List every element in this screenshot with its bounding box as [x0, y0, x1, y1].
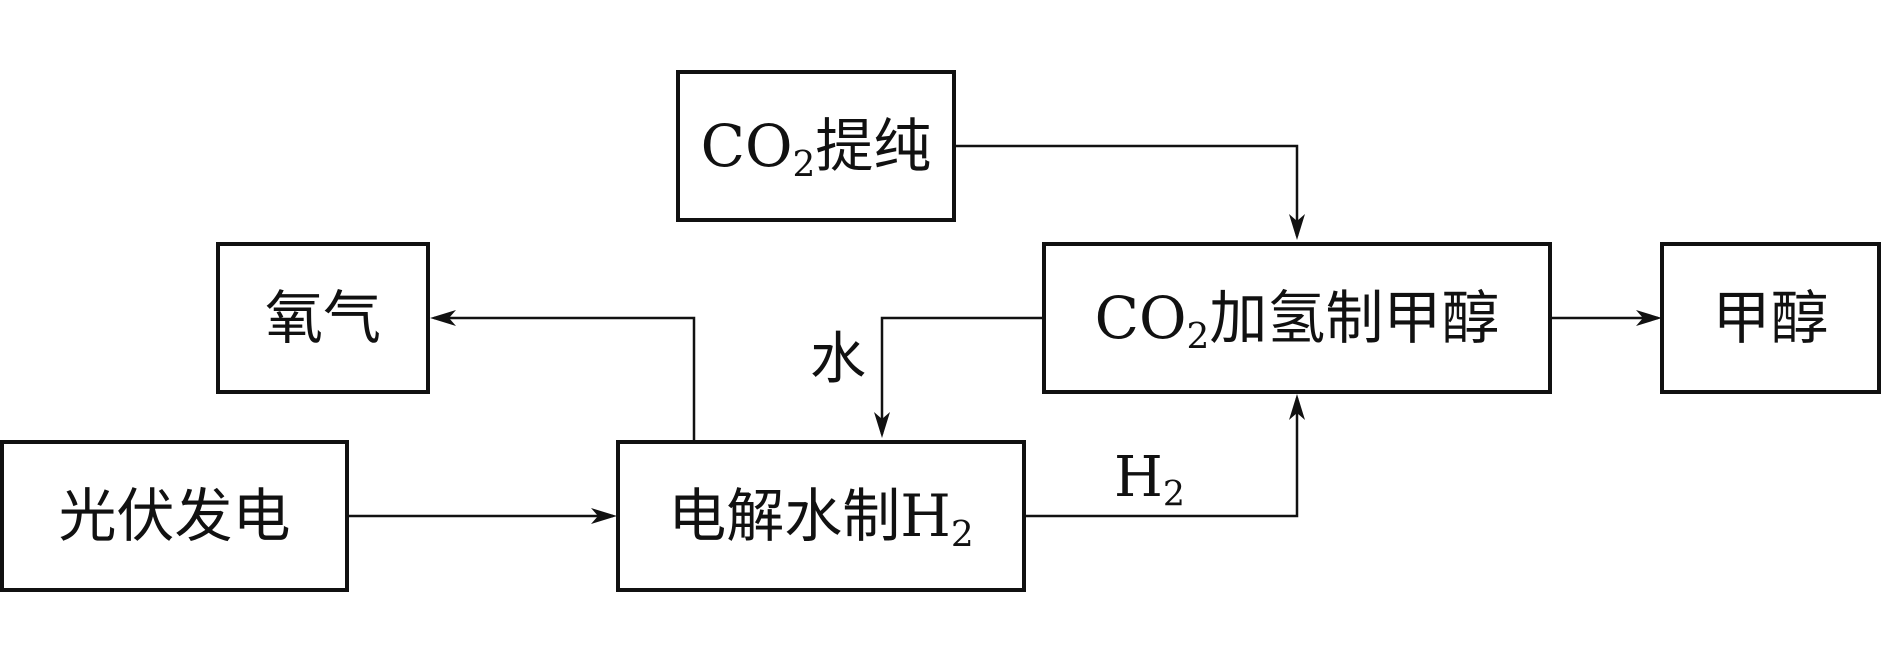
co2-purification-box: CO2提纯	[676, 70, 956, 222]
arrow-h2-to-hydrogenation	[1024, 398, 1299, 518]
arrowhead-methanol	[1636, 310, 1662, 326]
methanol-box: 甲醇	[1660, 242, 1881, 394]
arrowhead-purify	[1289, 214, 1305, 240]
arrowhead-h2	[1289, 394, 1305, 420]
methanol-label: 甲醇	[1712, 284, 1829, 352]
arrowhead-oxygen	[430, 310, 456, 326]
arrow-purify-to-hydrogenation	[956, 144, 1299, 236]
oxygen-label: 氧气	[264, 284, 381, 352]
arrow-water-feedback	[880, 316, 1042, 434]
arrow-electrolysis-to-oxygen	[434, 316, 696, 440]
co2-purification-label: CO2提纯	[700, 112, 932, 186]
co2-hydrogenation-label: CO2加氢制甲醇	[1094, 284, 1500, 358]
h2-label: H2	[1114, 445, 1185, 515]
arrowhead-water	[874, 412, 890, 438]
water-label: 水	[810, 327, 866, 392]
electrolysis-box: 电解水制H2	[616, 440, 1026, 592]
electrolysis-label: 电解水制H2	[668, 482, 974, 556]
co2-hydrogenation-box: CO2加氢制甲醇	[1042, 242, 1552, 394]
photovoltaic-box: 光伏发电	[0, 440, 349, 592]
oxygen-box: 氧气	[216, 242, 430, 394]
arrowhead-pv	[591, 508, 617, 524]
photovoltaic-label: 光伏发电	[58, 482, 291, 550]
